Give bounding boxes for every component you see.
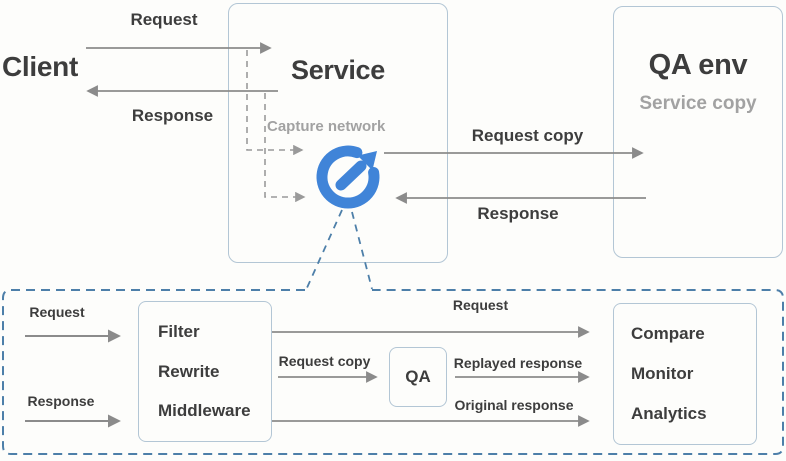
request-copy-bottom-label: Request copy [278, 353, 371, 369]
request-label: Request [130, 10, 198, 29]
processor-box: Filter Rewrite Middleware [138, 301, 272, 442]
sink-item-monitor: Monitor [631, 364, 694, 383]
request-through-label: Request [452, 297, 509, 313]
qa-box: QA [389, 347, 447, 407]
response-label: Response [131, 106, 214, 125]
qa-env-title: QA env [648, 49, 748, 81]
sink-item-compare: Compare [631, 324, 705, 343]
sink-item-analytics: Analytics [631, 404, 707, 423]
processor-item-rewrite: Rewrite [158, 361, 220, 381]
qa-env-subtitle: Service copy [639, 93, 757, 114]
response-in-label: Response [27, 393, 95, 409]
original-response-label: Original response [454, 397, 574, 413]
capture-network-label: Capture network [267, 118, 386, 135]
processor-item-middleware: Middleware [158, 401, 251, 421]
client-label: Client [2, 51, 78, 82]
sink-box: Compare Monitor Analytics [613, 303, 757, 445]
response-return-label: Response [477, 204, 559, 223]
request-copy-label: Request copy [471, 126, 584, 145]
service-title: Service [291, 55, 385, 85]
processor-item-filter: Filter [158, 321, 200, 341]
qa-box-label: QA [405, 367, 431, 386]
request-in-label: Request [29, 304, 85, 320]
replayed-response-label: Replayed response [453, 355, 583, 371]
qa-env-box [613, 6, 783, 258]
